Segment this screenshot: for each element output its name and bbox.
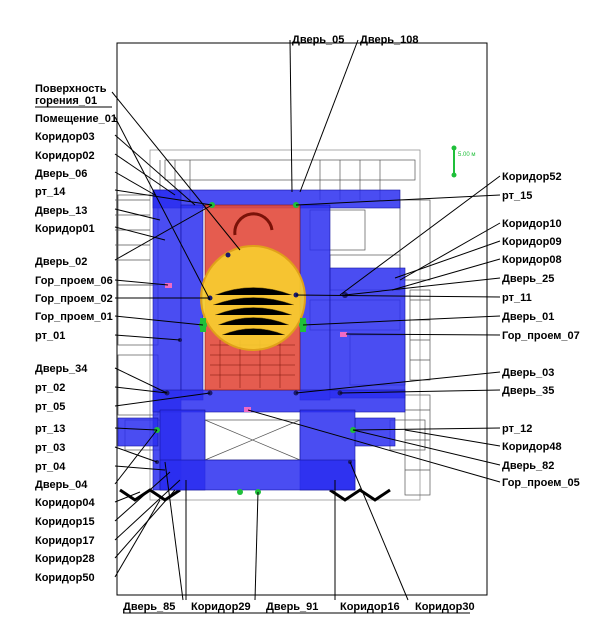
label-rt-11: рт_11 [502, 292, 532, 304]
label-rt-13: рт_13 [35, 423, 65, 435]
label-door-82: Дверь_82 [502, 460, 554, 472]
label-corridor-01: Коридор01 [35, 223, 95, 235]
labels: Дверь_05 Дверь_108 Поверхность горения_0… [35, 34, 580, 613]
label-door-06: Дверь_06 [35, 168, 87, 180]
label-burning-surface-1: Поверхность [35, 83, 107, 95]
label-corridor-02: Коридор02 [35, 150, 95, 162]
fire-surface [200, 245, 306, 351]
label-corridor-29: Коридор29 [191, 601, 251, 613]
label-corridor-48: Коридор48 [502, 441, 562, 453]
leader-lines [111, 39, 501, 601]
corridor-left-inner [180, 204, 204, 401]
label-corridor-03: Коридор03 [35, 131, 95, 143]
label-underlines [35, 106, 470, 614]
label-door-91: Дверь_91 [266, 601, 318, 613]
label-door-13: Дверь_13 [35, 205, 87, 217]
label-hor-opening-02: Гор_проем_02 [35, 293, 113, 305]
label-hor-opening-06: Гор_проем_06 [35, 275, 113, 287]
label-door-25: Дверь_25 [502, 273, 554, 285]
label-rt-01: рт_01 [35, 330, 65, 342]
label-rt-02: рт_02 [35, 382, 65, 394]
label-corridor-17: Коридор17 [35, 535, 95, 547]
label-corridor-04: Коридор04 [35, 497, 95, 509]
label-hor-opening-05: Гор_проем_05 [502, 477, 580, 489]
label-corridor-10: Коридор10 [502, 218, 562, 230]
label-corridor-15: Коридор15 [35, 516, 95, 528]
label-hor-opening-01: Гор_проем_01 [35, 311, 113, 323]
label-corridor-08: Коридор08 [502, 254, 562, 266]
label-door-85: Дверь_85 [123, 601, 175, 613]
label-door-05: Дверь_05 [292, 34, 344, 46]
label-hor-opening-07: Гор_проем_07 [502, 330, 580, 342]
label-door-108: Дверь_108 [360, 34, 419, 46]
corridor-left-wing [117, 417, 159, 447]
label-corridor-30: Коридор30 [415, 601, 475, 613]
label-rt-14: рт_14 [35, 186, 66, 198]
label-door-01: Дверь_01 [502, 311, 554, 323]
label-rt-15: рт_15 [502, 190, 532, 202]
label-rt-12: рт_12 [502, 423, 532, 435]
label-burning-surface-2: горения_01 [35, 95, 97, 107]
scale-bar: 5.00 м [451, 145, 475, 178]
label-door-02: Дверь_02 [35, 256, 87, 268]
label-corridor-09: Коридор09 [502, 236, 562, 248]
label-door-03: Дверь_03 [502, 367, 554, 379]
label-door-04: Дверь_04 [35, 479, 88, 491]
label-door-35: Дверь_35 [502, 385, 554, 397]
label-door-34: Дверь_34 [35, 363, 88, 375]
label-corridor-50: Коридор50 [35, 572, 95, 584]
corridor-mid-horizontal [152, 389, 406, 413]
pink-markers [165, 283, 347, 412]
label-corridor-28: Коридор28 [35, 553, 95, 565]
scale-label: 5.00 м [458, 152, 475, 158]
label-rt-03: рт_03 [35, 442, 65, 454]
corridor-bottom [159, 459, 356, 491]
architectural-plan [115, 149, 431, 502]
label-room-01: Помещение_01 [35, 113, 117, 125]
label-corridor-16: Коридор16 [340, 601, 400, 613]
label-rt-05: рт_05 [35, 401, 65, 413]
label-corridor-52: Коридор52 [502, 171, 562, 183]
label-rt-04: рт_04 [35, 461, 66, 473]
